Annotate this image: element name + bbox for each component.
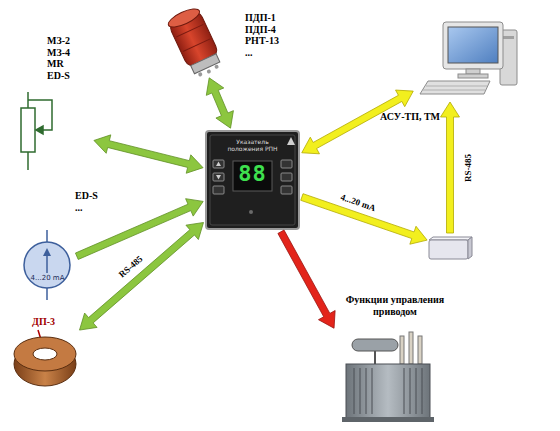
pc-keys: [423, 90, 485, 91]
bushing: [400, 336, 404, 364]
sensor-pin: [214, 64, 219, 69]
device-frame: [210, 135, 295, 225]
display-digits: 88: [235, 163, 270, 185]
device-logo: [287, 137, 295, 145]
model-list: ED-S ...: [75, 190, 103, 213]
converter-body: [429, 240, 468, 259]
source-wire: [46, 288, 48, 300]
double-arrow: [206, 78, 233, 128]
double-arrow: [302, 90, 414, 154]
pc-keyboard: [420, 81, 490, 94]
signal-label: 4...20 mA: [339, 193, 376, 213]
coil-sensor: [14, 330, 76, 386]
converter-side: [468, 237, 472, 259]
double-arrow: [80, 223, 204, 331]
signal-arrow: [441, 102, 460, 233]
pc-monitor: [443, 22, 503, 69]
pc-base: [458, 74, 488, 78]
double-arrow: [94, 135, 203, 173]
pipe: [374, 351, 376, 364]
sensor-rib: [176, 24, 203, 37]
current-source-symbol: [24, 230, 70, 300]
device-button: [213, 186, 224, 194]
transformer-node: Функции управления приводом: [335, 330, 435, 425]
resistor-wire: [27, 152, 29, 170]
radiator-fins: [354, 368, 422, 414]
device-title: Указатель положения РПН: [219, 138, 286, 152]
function-label: Функции управления приводом: [340, 294, 450, 317]
device-button: [213, 173, 224, 181]
potentiometer-node: МЗ-2 МЗ-4 MR ED-S: [12, 95, 92, 165]
coil-hole: [33, 348, 57, 360]
power-transformer: [342, 332, 434, 422]
source-arrow-head: [43, 248, 51, 256]
coil-sensor-node: ДП-3: [12, 330, 78, 390]
computer-icon: [420, 22, 517, 94]
wiper-arrow: [36, 126, 43, 134]
position-indicator-device: [206, 131, 299, 229]
button-glyph: [216, 175, 221, 180]
source-arrow-shaft: [46, 255, 48, 273]
pc-stand: [466, 69, 480, 74]
signal-label: RS-485: [117, 254, 144, 279]
sensor-node: ПДП-1 ПДП-4 РНТ-13 ...: [170, 8, 218, 76]
position-sensor: [166, 5, 225, 80]
model-list: ПДП-1 ПДП-4 РНТ-13 ...: [245, 12, 283, 58]
pc-keys: [426, 86, 487, 87]
sensor-rib: [183, 39, 210, 52]
device-led: [249, 210, 253, 214]
bushing: [418, 336, 422, 364]
system-label: АСУ-ТП, ТМ: [380, 111, 440, 123]
tank-body: [346, 364, 430, 418]
source-wire: [46, 230, 48, 242]
device-button: [213, 160, 224, 168]
conservator-tank: [352, 339, 398, 351]
device-housing: [206, 131, 299, 229]
sensor-pin: [206, 69, 211, 74]
pc-screen: [448, 27, 498, 63]
device-button: [281, 160, 292, 168]
button-glyph: [216, 162, 221, 167]
sensor-flange: [191, 54, 220, 74]
signal-arrow: [301, 194, 427, 245]
signal-arrow: [75, 199, 203, 260]
bushing: [409, 332, 413, 364]
indicator-node: Указатель положения РПН 88: [205, 130, 300, 230]
sensor-label: ДП-3: [32, 316, 55, 328]
current-source-node: ED-S ...4...20 mA: [20, 240, 75, 298]
resistor-body: [21, 108, 35, 152]
device-button: [281, 186, 292, 194]
potentiometer-symbol: [21, 92, 52, 170]
sensor-pin: [198, 72, 203, 77]
pc-drive: [503, 36, 514, 39]
device-button: [281, 173, 292, 181]
computer-node: АСУ-ТП, ТМ: [415, 25, 515, 100]
signal-range: 4...20 mA: [20, 274, 75, 282]
signal-label: RS-485: [464, 154, 473, 182]
device-display: [233, 161, 272, 191]
sensor-cap: [166, 5, 202, 30]
wiper-wire: [28, 100, 52, 130]
transformer-base: [342, 417, 434, 422]
converter-node: [429, 235, 471, 261]
model-list: МЗ-2 МЗ-4 MR ED-S: [47, 35, 81, 81]
coil-top: [14, 337, 76, 371]
signal-arrow: [278, 230, 335, 328]
interface-converter: [429, 237, 472, 259]
